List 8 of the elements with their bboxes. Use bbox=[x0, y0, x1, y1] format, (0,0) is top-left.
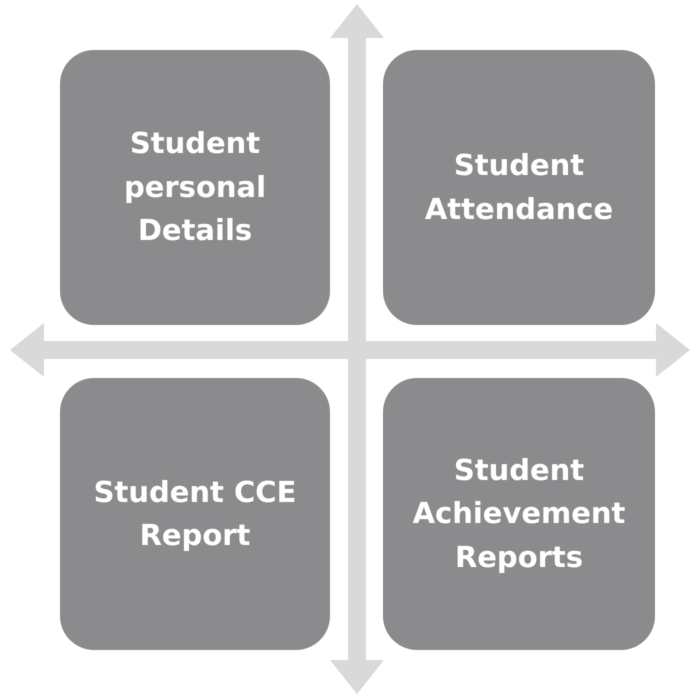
rounded-box bbox=[383, 378, 655, 650]
rounded-box bbox=[60, 50, 330, 325]
box-label: Student personal Details bbox=[122, 125, 268, 250]
box-label: Student Attendance bbox=[424, 147, 614, 228]
rounded-box bbox=[383, 50, 655, 325]
rounded-box bbox=[60, 378, 330, 650]
box-label: Student CCE Report bbox=[92, 474, 298, 554]
box-label: Student Achievement Reports bbox=[412, 452, 626, 576]
